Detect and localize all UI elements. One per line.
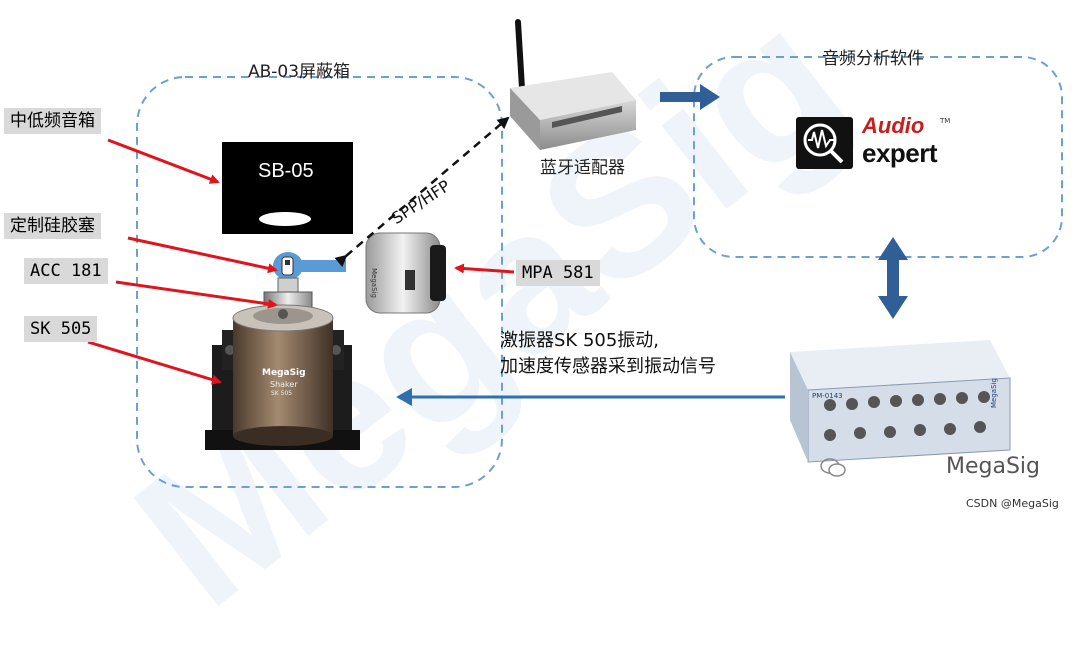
diagram-canvas: MegaSig [4, 0, 1063, 648]
shaker-name: Shaker [270, 380, 298, 389]
microphone-mpa581 [365, 232, 446, 314]
daq-brand: MegaSig [990, 378, 998, 408]
daq-device [790, 340, 1011, 463]
shield-box-label: AB-03屏蔽箱 [248, 62, 351, 82]
shaker-model: SK 505 [271, 390, 293, 397]
daq-model: PM-0143 [812, 392, 843, 400]
software-box-outline [693, 56, 1063, 258]
software-label: 音频分析软件 [822, 49, 924, 69]
logo-audio-text: Audio [862, 113, 925, 138]
speaker-model-label: SB-05 [258, 160, 314, 182]
audio-expert-logo-graphic [796, 117, 853, 169]
tag-shaker: SK 505 [24, 316, 98, 342]
arrow-plug [127, 236, 278, 274]
silicone-plug [273, 252, 346, 295]
wechat-watermark-text: MegaSig [946, 454, 1041, 479]
logo-expert-text: expert [862, 138, 938, 168]
arrow-speaker [107, 138, 220, 184]
wechat-icon [820, 457, 846, 483]
arrow-acc [115, 280, 278, 309]
mic-brand: MegaSig [370, 268, 378, 298]
bluetooth-adapter-device [510, 19, 636, 150]
arrow-bt-to-software [660, 84, 720, 110]
bt-adapter-label: 蓝牙适配器 [540, 158, 625, 178]
logo-tm: TM [940, 117, 951, 125]
arrow-spp-hfp [334, 116, 510, 268]
speaker-sb05 [222, 142, 353, 234]
arrow-shaker [87, 340, 222, 385]
shaker-sk505 [205, 304, 360, 450]
tag-speaker: 中低频音箱 [4, 108, 101, 134]
note-line-2: 加速度传感器采到振动信号 [500, 356, 716, 377]
arrow-mic [454, 263, 515, 274]
tag-plug: 定制硅胶塞 [4, 213, 101, 239]
tag-acc: ACC 181 [24, 258, 108, 284]
arrow-software-daq [878, 237, 908, 319]
shield-box-outline [136, 76, 503, 488]
csdn-watermark: CSDN @MegaSig [966, 497, 1059, 510]
tag-mic: MPA 581 [516, 260, 600, 286]
diagram-graphics [87, 19, 1063, 488]
shaker-brand: MegaSig [262, 368, 306, 378]
note-line-1: 激振器SK 505振动, [500, 330, 660, 351]
